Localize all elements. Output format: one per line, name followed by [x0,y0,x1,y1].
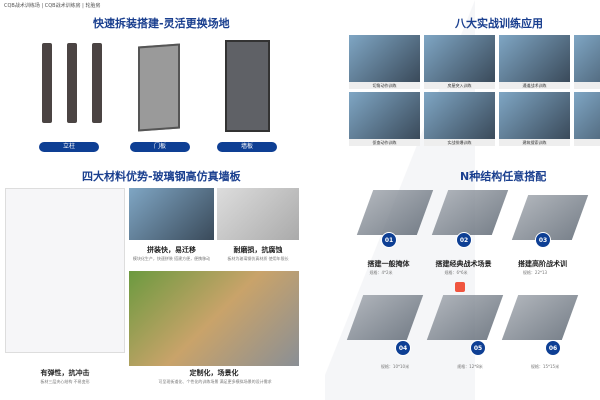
structure-heading: 搭建经典战术场景 [435,260,492,268]
part-label: 立柱 [39,142,99,152]
wall-panel-image [225,40,270,132]
structure-size: 规格：4*2米 [369,270,393,275]
feature-desc: 板材为玻璃钢仿真材质 使用年限长 [227,256,289,261]
part-label: 门板 [130,142,190,152]
feature-desc: 板材三层夹心结构 不易变形 [40,379,90,384]
structure-size: 规格：12*8米 [457,364,483,369]
structure-image [346,295,424,340]
structure-image [431,190,509,235]
structure-image [501,295,579,340]
structure-heading: 搭建一般掩体 [367,260,410,268]
feature-heading: 有弹性，抗冲击 [40,369,90,377]
structure-size: 规格：15*15米 [530,364,560,369]
training-caption: 室内… [574,82,600,89]
feature-desc: 模块化生产，快速拼装 搭建方便，便携移动 [132,256,211,261]
training-caption: 切角动作训练 [349,82,420,89]
structure-number: 06 [545,340,561,356]
training-photo [499,92,570,139]
section-title-structures: N种结构任意搭配 [460,170,547,183]
scene-render-image [129,271,299,366]
app-icon[interactable] [455,282,465,292]
photo-assembly [129,188,214,240]
breadcrumb: CQB战术训练场 | CQB战术训练房 | 轮胎房 [4,3,101,9]
structure-number: 01 [381,232,397,248]
section-title-training: 八大实战训练应用 [455,17,543,30]
training-photo [499,35,570,82]
post-image [42,43,52,123]
training-caption: 实战排爆训练 [424,139,495,146]
feature-heading: 拼装快，易迁移 [147,246,196,254]
door-panel-image [138,43,180,132]
training-caption: 侦查动作训练 [349,139,420,146]
section-title-materials: 四大材料优势-玻璃钢高仿真墙板 [82,170,241,183]
training-caption: 通道战术训练 [499,82,570,89]
test-report-image [5,188,125,353]
training-photo [574,92,600,139]
part-label: 墙板 [217,142,277,152]
training-caption: 安… [574,139,600,146]
structure-image [426,295,504,340]
structure-size: 规格：10*10米 [380,364,410,369]
training-photo [424,92,495,139]
training-photo [574,35,600,82]
structure-image [356,190,434,235]
structure-number: 02 [456,232,472,248]
photo-panel-edge [217,188,299,240]
section-title-assembly: 快速拆装搭建-灵活更换场地 [93,17,230,30]
structure-size: 规格：22*13 [522,270,548,275]
structure-image [511,195,589,240]
post-image [92,43,102,123]
training-caption: 房屋突入训练 [424,82,495,89]
post-image [67,43,77,123]
training-photo [349,35,420,82]
structure-number: 05 [470,340,486,356]
left-panel: CQB战术训练场 | CQB战术训练房 | 轮胎房 快速拆装搭建-灵活更换场地 … [0,0,325,400]
feature-heading: 定制化，场景化 [189,369,239,377]
right-panel: 八大实战训练应用 切角动作训练房屋突入训练通道战术训练室内… 侦查动作训练实战排爆… [325,0,600,400]
feature-desc: 可呈现街道化、个性化的训练场景 满足更多模拟场景的设计需求 [158,379,272,384]
structure-heading: 搭建高阶战术训 [518,260,567,268]
feature-heading: 耐磨损，抗腐蚀 [233,246,283,254]
training-caption: 建筑搜索训练 [499,139,570,146]
training-photo [349,92,420,139]
structure-size: 规格：6*6米 [444,270,468,275]
training-photo [424,35,495,82]
structure-number: 03 [535,232,551,248]
structure-number: 04 [395,340,411,356]
